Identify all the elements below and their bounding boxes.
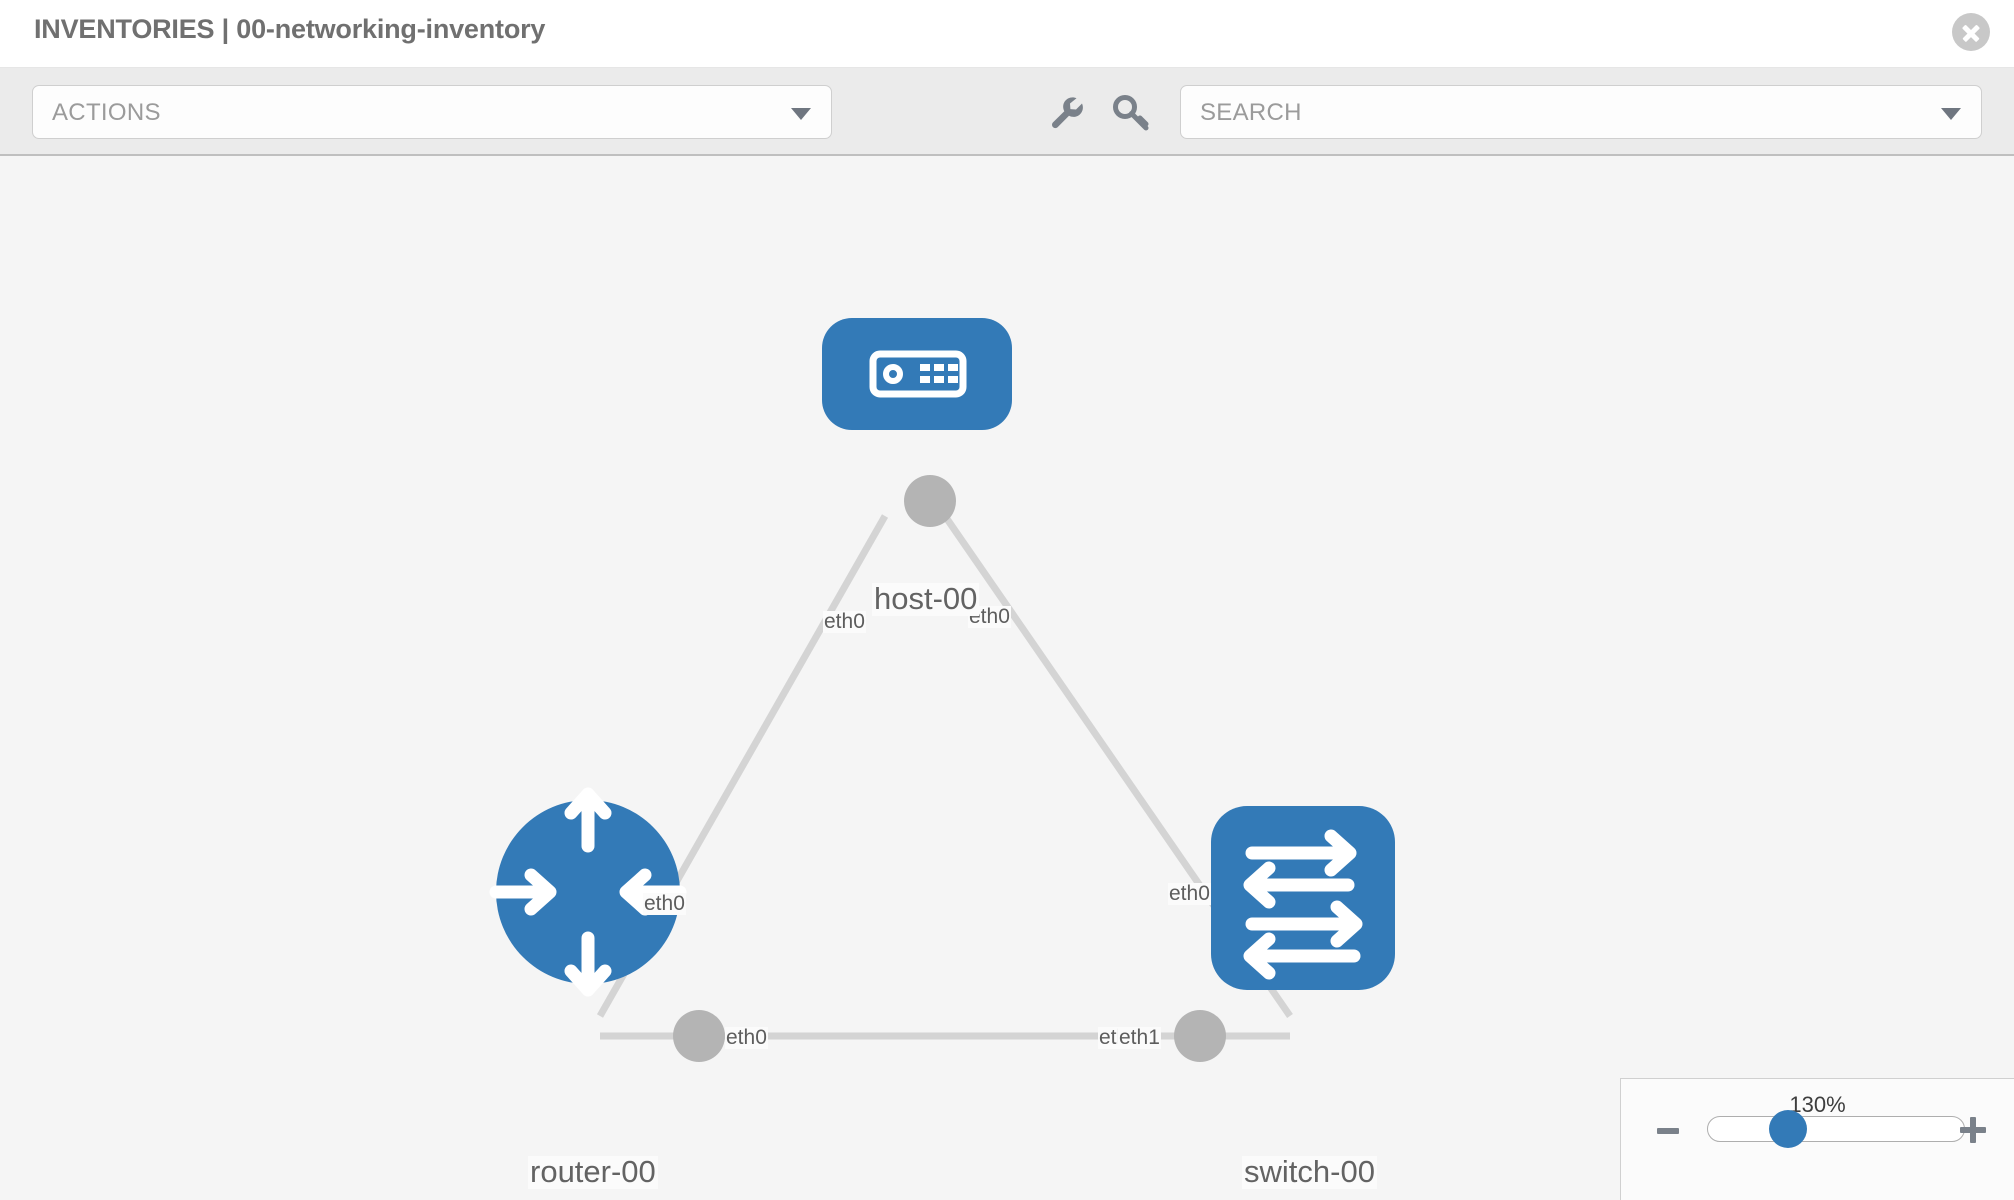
- interface-endpoint-group: [673, 475, 1264, 1062]
- page-title: INVENTORIES | 00-networking-inventory: [34, 14, 546, 44]
- node-router-00[interactable]: [489, 787, 687, 997]
- zoom-in-button[interactable]: [1960, 1117, 1986, 1143]
- wrench-icon[interactable]: [1046, 94, 1086, 132]
- topology-graph: [489, 318, 1395, 1062]
- node-label-switch-00: switch-00: [1242, 1154, 1377, 1189]
- endpoint-switch-left: [1174, 1010, 1226, 1062]
- interface-label-switch-uplink: eth0: [1168, 882, 1211, 906]
- key-icon[interactable]: [1112, 94, 1152, 132]
- actions-dropdown[interactable]: ACTIONS: [32, 85, 832, 139]
- node-label-host-00: host-00: [872, 581, 980, 616]
- zoom-slider-track[interactable]: [1707, 1116, 1965, 1142]
- zoom-out-button[interactable]: [1657, 1128, 1679, 1134]
- toolbar: ACTIONS SEARCH: [0, 68, 2014, 156]
- close-icon[interactable]: [1952, 13, 1990, 51]
- endpoint-router-right: [673, 1010, 725, 1062]
- chevron-down-icon: [1941, 108, 1961, 120]
- interface-label-router-right: eth0: [725, 1026, 768, 1050]
- window-header: INVENTORIES | 00-networking-inventory: [0, 0, 2014, 68]
- search-input-value: SEARCH: [1200, 99, 1302, 126]
- search-input[interactable]: SEARCH: [1180, 85, 1982, 139]
- node-label-router-00: router-00: [528, 1154, 658, 1189]
- topology-canvas[interactable]: eth0 eth0 eth0 eth0 eth0 eth0 eth1 host-…: [0, 156, 2014, 1200]
- zoom-slider-thumb[interactable]: [1769, 1110, 1807, 1148]
- actions-dropdown-label: ACTIONS: [52, 99, 161, 126]
- zoom-control-panel: 130%: [1620, 1078, 2014, 1200]
- node-switch-00[interactable]: [1211, 806, 1395, 990]
- interface-label-switch-left-front: eth1: [1118, 1026, 1161, 1050]
- zoom-level-value: 130%: [1789, 1092, 1846, 1117]
- interface-label-router-uplink: eth0: [643, 892, 686, 916]
- chevron-down-icon: [791, 108, 811, 120]
- node-host-00[interactable]: [822, 318, 1012, 430]
- endpoint-host-bottom: [904, 475, 956, 527]
- interface-label-host-left: eth0: [823, 610, 866, 634]
